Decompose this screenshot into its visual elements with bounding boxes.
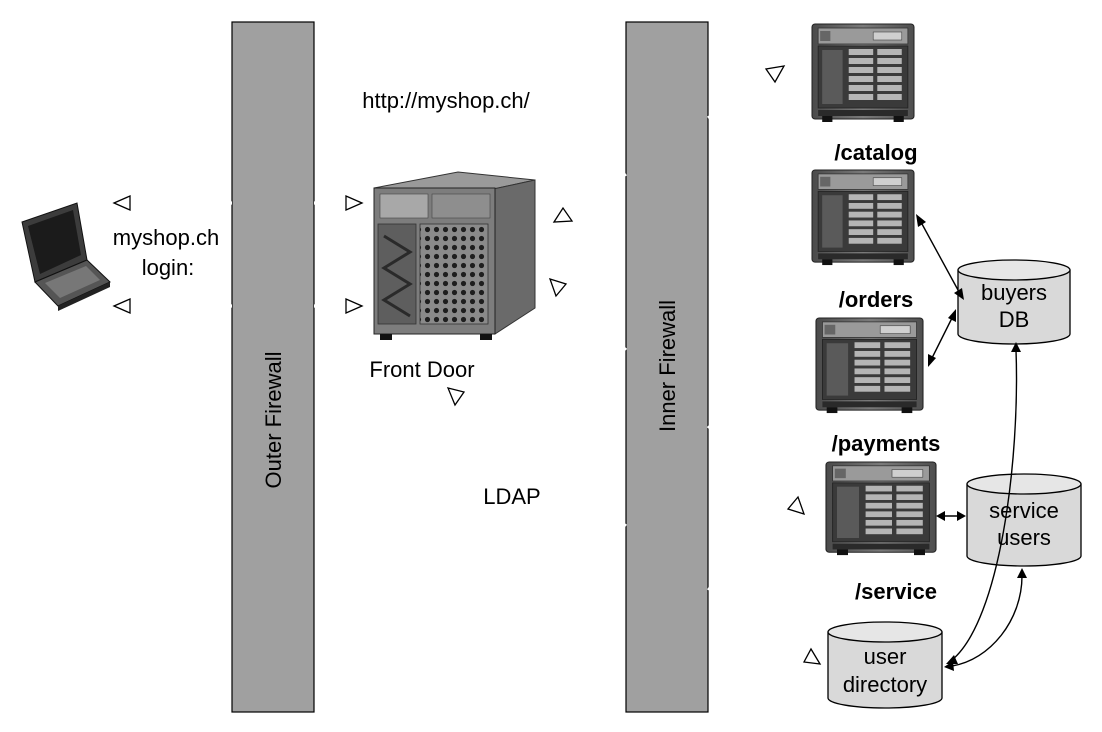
front-door-server-icon	[373, 171, 536, 340]
orders-label: /orders	[839, 287, 914, 312]
arrowhead-upper-left	[112, 195, 131, 211]
buyers-db-line1: buyers	[981, 280, 1047, 305]
orders-server-icon	[815, 317, 924, 414]
hollow-arrows	[112, 65, 822, 665]
service-users-line2: users	[997, 525, 1051, 550]
service-label: /service	[855, 579, 937, 604]
link-buyers-user-directory	[951, 349, 1018, 661]
service-users-line1: service	[989, 498, 1059, 523]
user-directory-line2: directory	[843, 672, 927, 697]
laptop-icon	[21, 202, 111, 311]
inner-firewall-label: Inner Firewall	[655, 300, 680, 432]
buyers-db-line2: DB	[999, 307, 1030, 332]
arrowhead-lower-right	[345, 298, 364, 314]
user-directory-db-icon	[827, 621, 943, 709]
outer-firewall	[231, 21, 315, 713]
top-server-icon	[811, 23, 915, 123]
catalog-label: /catalog	[834, 140, 917, 165]
arrowhead-upper-right	[345, 195, 364, 211]
laptop-label-line2: login:	[142, 255, 195, 280]
catalog-server-icon	[811, 169, 915, 266]
url-label: http://myshop.ch/	[362, 88, 530, 113]
inner-firewall	[625, 21, 709, 713]
payments-server-icon	[825, 461, 937, 556]
thin-arrows	[916, 214, 1027, 671]
payments-label: /payments	[832, 431, 941, 456]
arrowhead-lower-left	[112, 298, 131, 314]
service-users-db-icon	[966, 473, 1082, 567]
laptop-label-line1: myshop.ch	[113, 225, 219, 250]
link-service-users-user-directory	[951, 575, 1023, 667]
front-door-label: Front Door	[369, 357, 474, 382]
ldap-label: LDAP	[483, 484, 540, 509]
link-catalog-buyers	[921, 223, 959, 291]
user-directory-line1: user	[864, 644, 907, 669]
link-orders-buyers	[931, 317, 953, 359]
outer-firewall-label: Outer Firewall	[261, 352, 286, 489]
buyers-db-icon	[957, 259, 1071, 345]
